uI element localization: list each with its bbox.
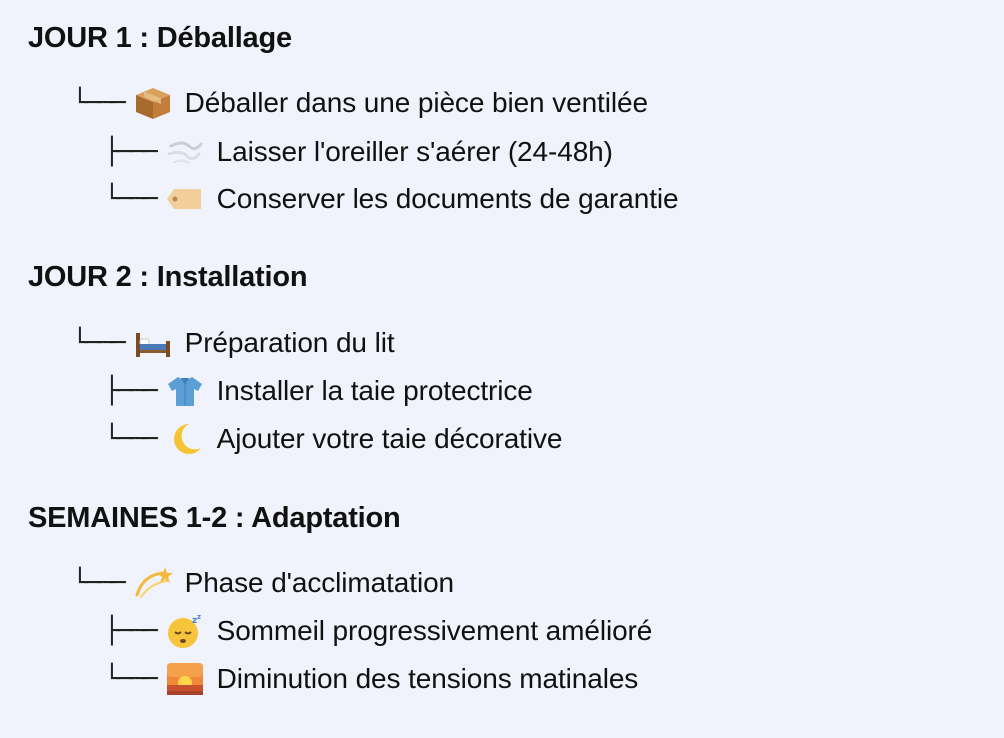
item-label: Conserver les documents de garantie [216, 183, 679, 214]
tree-branch: └─── [72, 88, 126, 118]
section-heading-semaines: SEMAINES 1-2 : Adaptation [28, 502, 401, 534]
svg-text:z: z [192, 616, 197, 626]
tree-branch: └─── [104, 184, 158, 214]
item-label: Déballer dans une pièce bien ventilée [184, 87, 648, 118]
tree-branch: ├─── [104, 376, 158, 406]
tree-branch: └─── [72, 328, 126, 358]
section-heading-jour-2: JOUR 2 : Installation [28, 261, 308, 293]
shirt-icon [165, 373, 205, 409]
list-item: └─── Conserver les documents de garantie [104, 179, 679, 219]
item-label: Sommeil progressivement amélioré [216, 615, 653, 646]
item-label: Installer la taie protectrice [216, 375, 533, 406]
wind-icon [165, 134, 205, 170]
item-label: Ajouter votre taie décorative [216, 423, 563, 454]
list-item: └─── Phase d'acclimatation [72, 563, 454, 603]
item-label: Préparation du lit [184, 327, 395, 358]
list-item: ├─── z z Sommeil progressivement amélior… [104, 611, 652, 651]
tree-branch: ├─── [104, 616, 158, 646]
list-item: └─── Déballer dans une pièce bien ventil… [72, 83, 648, 123]
tree-branch: ├─── [104, 137, 158, 167]
list-item: └─── Ajouter votre taie décorative [104, 419, 562, 459]
tree-branch: └─── [104, 664, 158, 694]
list-item: └─── Diminution des tensions matinales [104, 659, 638, 699]
sleeping-face-icon: z z [165, 613, 205, 649]
tree-branch: └─── [72, 568, 126, 598]
svg-text:z: z [197, 613, 201, 621]
crescent-moon-icon [165, 421, 205, 457]
item-label: Diminution des tensions matinales [216, 663, 639, 694]
tree-branch: └─── [104, 424, 158, 454]
bed-icon [133, 325, 173, 361]
label-tag-icon [165, 181, 205, 217]
item-label: Laisser l'oreiller s'aérer (24-48h) [216, 136, 613, 167]
package-icon [133, 85, 173, 121]
list-item: ├─── Laisser l'oreiller s'aérer (24-48h) [104, 132, 613, 172]
list-item: └─── Préparation du lit [72, 323, 395, 363]
section-heading-jour-1: JOUR 1 : Déballage [28, 22, 292, 54]
list-item: ├─── Installer la taie protectrice [104, 371, 533, 411]
sunrise-icon [165, 661, 205, 697]
dizzy-star-icon [133, 565, 173, 601]
item-label: Phase d'acclimatation [184, 567, 455, 598]
